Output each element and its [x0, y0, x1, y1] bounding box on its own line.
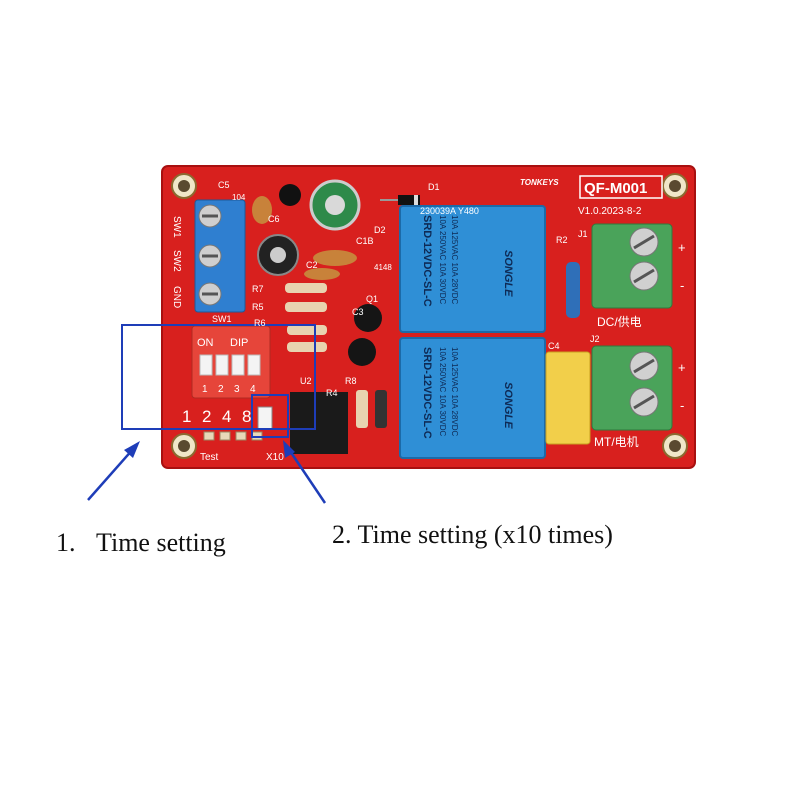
label-r4: R4	[326, 388, 338, 398]
relay-bottom-rating1: 10A 250VAC 10A 30VDC	[438, 347, 447, 436]
label-c5: C5	[218, 180, 230, 190]
dip-num-2: 2	[218, 384, 224, 395]
dip-on-label: ON	[197, 337, 214, 349]
label-r8: R8	[345, 376, 357, 386]
board-model: QF-M001	[584, 180, 647, 197]
label-r2: R2	[556, 235, 568, 245]
annotation-1-text: Time setting	[96, 528, 226, 557]
label-r7: R7	[252, 284, 264, 294]
relay-bottom-rating2: 10A 125VAC 10A 28VDC	[450, 347, 459, 436]
dc-minus: -	[680, 278, 684, 293]
label-j1: J1	[578, 229, 588, 239]
annotation-arrows	[87, 440, 327, 504]
weight-4: 4	[222, 407, 231, 426]
label-d2: D2	[374, 225, 386, 235]
weight-8: 8	[242, 407, 251, 426]
label-dc: DC/供电	[597, 315, 642, 329]
input-terminal-block	[194, 199, 246, 313]
time-setting-highlight-box	[121, 324, 316, 430]
x10-label: X10	[266, 452, 284, 463]
annotation-1: 1. Time setting	[56, 528, 226, 558]
dip-num-4: 4	[250, 384, 256, 395]
dip-dip-label: DIP	[230, 337, 248, 349]
label-r6: R6	[254, 318, 266, 328]
resistor-r2	[566, 262, 580, 318]
label-c6: C6	[268, 214, 280, 224]
relay-bottom-brand: SONGLE	[502, 382, 514, 429]
ic-u2	[290, 392, 348, 454]
dc-terminal-block	[591, 223, 673, 309]
label-sw2: SW2	[171, 250, 182, 272]
relay-top-model: SRD-12VDC-SL-C	[421, 215, 433, 307]
relay-bottom-model: SRD-12VDC-SL-C	[421, 347, 433, 439]
annotation-1-number: 1.	[56, 528, 76, 557]
relay-top	[399, 205, 546, 333]
relay-top-rating2: 10A 125VAC 10A 28VDC	[450, 215, 459, 304]
mt-plus: +	[678, 360, 686, 375]
board-brand: TONKEYS	[520, 178, 559, 187]
label-mt: MT/电机	[594, 435, 639, 449]
diode-d1	[398, 195, 420, 205]
label-d1: D1	[428, 182, 440, 192]
label-sw1: SW1	[171, 216, 182, 238]
weight-1: 1	[182, 407, 191, 426]
label-104: 104	[232, 193, 246, 202]
label-c2: C2	[306, 260, 318, 270]
dc-plus: +	[678, 240, 686, 255]
dip-num-3: 3	[234, 384, 240, 395]
annotation-2-number: 2.	[332, 520, 352, 549]
annotation-2-text: Time setting (x10 times)	[357, 520, 613, 549]
board-version: V1.0.2023-8-2	[578, 206, 642, 217]
label-c1b: C1B	[356, 236, 374, 246]
annotation-2: 2. Time setting (x10 times)	[332, 520, 613, 550]
relay-top-brand: SONGLE	[502, 250, 514, 297]
label-gnd: GND	[171, 286, 182, 308]
relay-bottom	[399, 337, 546, 459]
dip-num-1: 1	[202, 384, 208, 395]
relay-top-rating1: 10A 250VAC 10A 30VDC	[438, 215, 447, 304]
capacitor-c4	[545, 351, 591, 445]
mounting-holes	[171, 173, 688, 459]
label-r5: R5	[252, 302, 264, 312]
label-sw1-bottom: SW1	[212, 314, 232, 324]
x10-highlight-box	[251, 394, 289, 438]
test-label: Test	[200, 452, 219, 463]
label-u2: U2	[300, 376, 312, 386]
label-c4: C4	[548, 341, 560, 351]
transistor-top	[279, 184, 301, 206]
board-serial: 230039A Y480	[420, 206, 479, 216]
label-4148: 4148	[374, 263, 392, 272]
mt-minus: -	[680, 398, 684, 413]
resistor-array	[285, 283, 327, 352]
label-c3: C3	[352, 307, 364, 317]
label-j2: J2	[590, 334, 600, 344]
weight-2: 2	[202, 407, 211, 426]
x10-jumper	[257, 406, 273, 430]
label-q1: Q1	[366, 294, 378, 304]
motor-terminal-block	[591, 345, 673, 431]
